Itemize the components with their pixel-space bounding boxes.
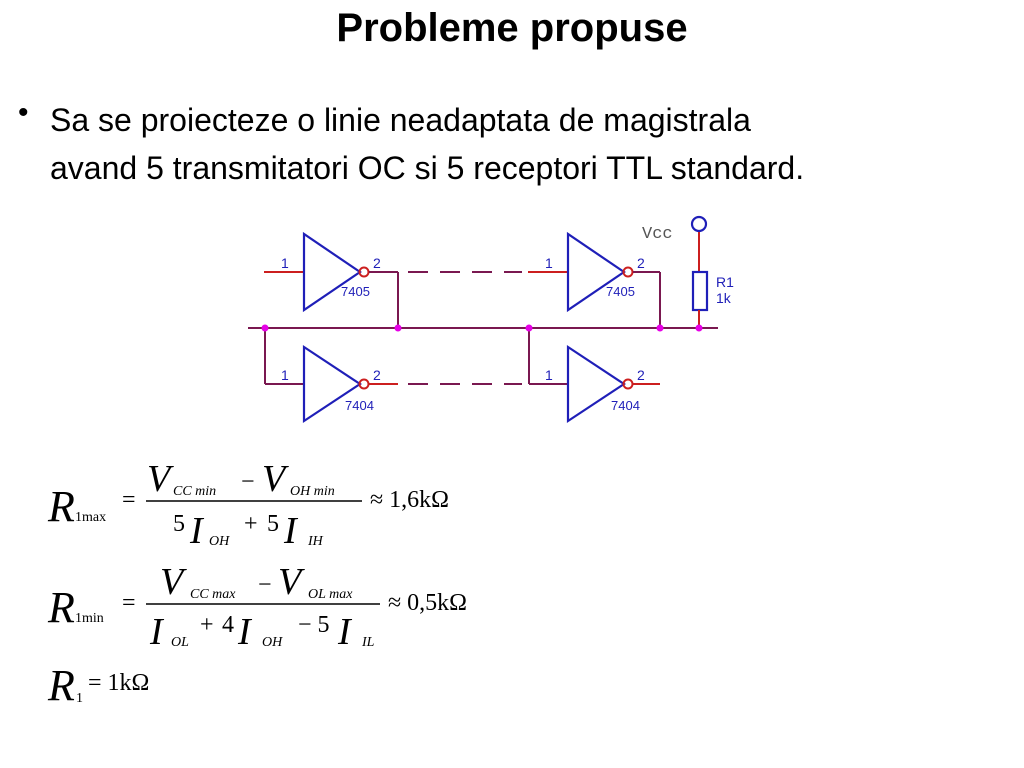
circuit-gates-1-pin-out: 2 — [637, 255, 645, 271]
circuit-gates-1-pin-in: 1 — [545, 255, 553, 271]
equations-eq2-den-I3: I — [337, 611, 353, 653]
equations-eq2-den-I2: I — [237, 611, 253, 653]
circuit-gates-3-pin-in: 1 — [545, 367, 553, 383]
circuit-gates-0-pin-out: 2 — [373, 255, 381, 271]
equations-eq2-den-I1: I — [149, 611, 165, 653]
resistor-name: R1 — [716, 274, 734, 290]
equations-eq1-plus: + — [244, 511, 258, 537]
equations-eq1-den-c2: 5 — [267, 511, 279, 537]
equations-eq1-den-I2-sub: IH — [307, 534, 324, 549]
bullet-text: Sa se proiecteze o linie neadaptata de m… — [50, 96, 804, 192]
slide-title: Probleme propuse — [336, 6, 688, 50]
vcc-label: Vcc — [642, 225, 673, 244]
junction-dot — [695, 324, 703, 332]
equations-eq1-den-I2: I — [283, 510, 299, 552]
resistor-value: 1k — [716, 290, 732, 306]
circuit-gates-1-part: 7405 — [606, 284, 635, 299]
bullet-text-line-2: avand 5 transmitatori OC si 5 receptori … — [50, 150, 805, 186]
gate-7404-right: 1 2 7404 — [528, 328, 660, 424]
equations-eq3-R: R — [47, 661, 75, 710]
circuit-gates-0-pin-in: 1 — [281, 255, 289, 271]
bullet-icon: • — [18, 96, 29, 129]
equations-eq3-result: = 1kΩ — [88, 670, 149, 696]
equations-eq2-num-V2-sub: OL max — [308, 587, 353, 602]
equations-eq2-result: ≈ 0,5kΩ — [388, 590, 467, 616]
equations-eq2-plus: + — [200, 612, 214, 638]
equations-eq1-den-I1: I — [189, 510, 205, 552]
equations-eq1-result: ≈ 1,6kΩ — [370, 487, 449, 513]
equations-eq1-sub: 1max — [75, 510, 106, 525]
resistor-r1 — [691, 270, 709, 312]
equations-eq1-num-V2: V — [262, 458, 289, 500]
equation-r1: R 1 = 1kΩ — [47, 661, 149, 710]
equations-eq3-sub: 1 — [76, 691, 83, 706]
equations-eq1-num-V2-sub: OH min — [290, 484, 335, 499]
circuit-gates-2-pin-in: 1 — [281, 367, 289, 383]
equations-eq1-den-c1: 5 — [173, 511, 185, 537]
equations-eq2-R: R — [47, 583, 75, 632]
equations-eq2-eq: = — [122, 590, 136, 616]
equations-eq2-sub: 1min — [75, 611, 104, 626]
circuit-diagram: Vcc R1 1k 1 2 7405 1 2 7405 1 2 7404 — [248, 215, 734, 424]
equations-eq1-minus: − — [241, 469, 255, 495]
circuit-gates-3-pin-out: 2 — [637, 367, 645, 383]
bullet-text-line-1: Sa se proiecteze o linie neadaptata de m… — [50, 102, 751, 138]
equation-r1max: R 1max = V CC min − V OH min 5 I OH + 5 … — [47, 458, 449, 552]
circuit-gates-2-pin-out: 2 — [373, 367, 381, 383]
equations-eq2-den-I2-sub: OH — [262, 635, 283, 650]
equations-eq2-den-c2: 4 — [222, 612, 234, 638]
equations-eq2-num-V2: V — [278, 561, 305, 603]
junction-dot — [394, 324, 402, 332]
gate-7404-left: 1 2 7404 — [264, 328, 398, 424]
equations-eq2-num-V1-sub: CC max — [190, 587, 236, 602]
gate-7405-left: 1 2 7405 — [264, 231, 399, 328]
equations-eq2-minus2: − 5 — [298, 612, 330, 638]
equations-eq2-num-V1: V — [160, 561, 187, 603]
equations-eq1-num-V1: V — [147, 458, 174, 500]
junction-dot — [525, 324, 533, 332]
equations-eq1-R: R — [47, 482, 75, 531]
equations-eq1-num-V1-sub: CC min — [173, 484, 216, 499]
circuit-gates-2-part: 7404 — [345, 398, 374, 413]
gate-7405-right: 1 2 7405 — [528, 231, 661, 328]
equations-eq2-minus: − — [258, 572, 272, 598]
circuit-gates-3-part: 7404 — [611, 398, 640, 413]
equations-eq2-den-I3-sub: IL — [361, 635, 375, 650]
equations-eq1-eq: = — [122, 487, 136, 513]
equations-eq2-den-I1-sub: OL — [171, 635, 189, 650]
junction-dot — [656, 324, 664, 332]
equations-eq1-den-I1-sub: OH — [209, 534, 230, 549]
vcc-terminal — [690, 215, 708, 233]
equation-r1min: R 1min = V CC max − V OL max I OL + 4 I … — [47, 561, 467, 653]
circuit-gates-0-part: 7405 — [341, 284, 370, 299]
junction-dot — [261, 324, 269, 332]
